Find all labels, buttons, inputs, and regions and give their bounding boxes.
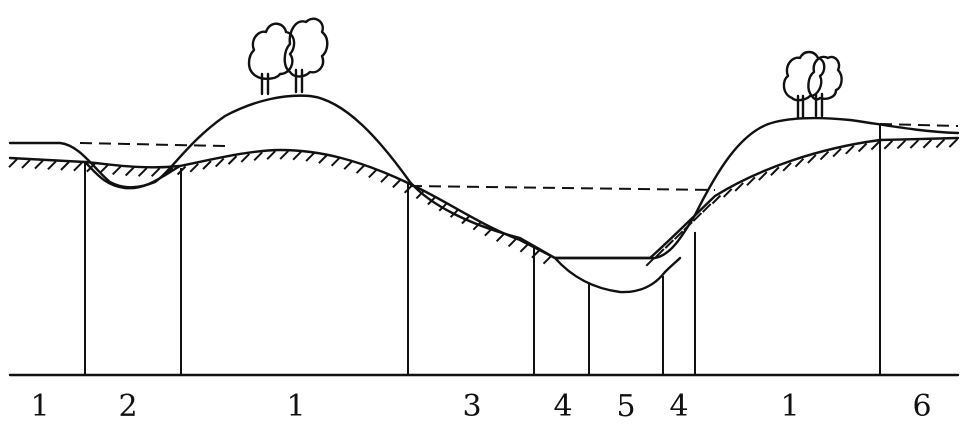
hatch-tick (655, 248, 665, 258)
hatch-tick (47, 160, 57, 170)
water-level-line-middle (409, 185, 716, 191)
depression-basin-2 (83, 160, 182, 190)
hatch-tick (770, 166, 780, 176)
tree-icon (283, 17, 329, 94)
hatch-tick (189, 163, 199, 173)
hatch-tick (21, 159, 31, 169)
hatch-tick (415, 189, 426, 200)
hatch-tick (819, 150, 830, 161)
zone-label: 5 (616, 389, 636, 424)
zone-label: 6 (912, 389, 932, 424)
zone-label: 1 (286, 389, 306, 424)
hatch-tick (305, 152, 315, 162)
tree-icon (782, 50, 826, 120)
hatch-tick (112, 165, 122, 176)
hatch-tick (202, 160, 212, 170)
depression-basin-5 (553, 256, 682, 294)
hatch-tick (253, 151, 263, 161)
hatch-tick (8, 158, 18, 168)
water-level-line-right (879, 123, 959, 127)
hatch-tick (150, 167, 161, 178)
hatch-tick (807, 154, 817, 164)
hatch-tick (60, 161, 70, 171)
hatch-tick (495, 232, 506, 243)
hatch-tick (746, 176, 756, 186)
hatch-tick (692, 212, 703, 222)
hatch-tick (922, 139, 933, 149)
zone-label: 3 (462, 389, 482, 424)
hatch-tick (266, 150, 276, 160)
hatch-tick (99, 164, 109, 174)
hatch-tick (948, 138, 959, 148)
hatch-tick (279, 150, 289, 160)
zone-label: 1 (30, 389, 50, 424)
hatch-tick (758, 171, 768, 181)
hatch-tick (832, 147, 842, 158)
zone-label: 4 (669, 389, 689, 424)
hatch-tick (870, 140, 881, 151)
hatch-tick (392, 178, 402, 189)
hatch-tick (782, 162, 792, 172)
hatch-tick (137, 167, 148, 177)
hatch-tick (673, 230, 684, 240)
hatch-tick (507, 237, 518, 248)
zone-label: 2 (118, 389, 138, 424)
zone-label: 1 (780, 389, 800, 424)
hatch-tick (368, 168, 378, 179)
hatch-tick (330, 157, 341, 167)
hatch-tick (734, 182, 744, 192)
hatch-tick (292, 150, 302, 161)
hatch-tick (318, 154, 328, 164)
hatch-tick (124, 166, 135, 177)
hatch-tick (542, 254, 553, 265)
ground-hatching (8, 138, 959, 267)
hatch-tick (355, 164, 366, 174)
hatch-tick (794, 157, 805, 168)
hatch-tick (896, 139, 907, 150)
zone-label: 4 (553, 389, 573, 424)
hatch-tick (343, 160, 353, 170)
hatch-tick (883, 140, 894, 150)
hatch-tick (702, 203, 712, 213)
zone-boundaries (84, 125, 881, 375)
hatch-tick (711, 194, 722, 205)
hatch-tick (227, 155, 238, 165)
hatch-tick (380, 173, 390, 183)
hatch-tick (857, 142, 868, 153)
hatch-tick (215, 157, 225, 168)
hatch-tick (240, 153, 251, 163)
tree-icon (247, 22, 296, 96)
hatch-tick (34, 159, 44, 170)
hatch-tick (935, 138, 946, 149)
water-level-line-left (79, 142, 226, 147)
hatch-tick (519, 243, 530, 253)
tree-icon (807, 55, 843, 118)
hatch-tick (472, 221, 483, 231)
hatch-tick (664, 239, 675, 249)
hatch-tick (909, 139, 920, 149)
hatch-tick (722, 188, 733, 198)
hatch-tick (73, 161, 83, 172)
hatch-tick (845, 145, 855, 155)
